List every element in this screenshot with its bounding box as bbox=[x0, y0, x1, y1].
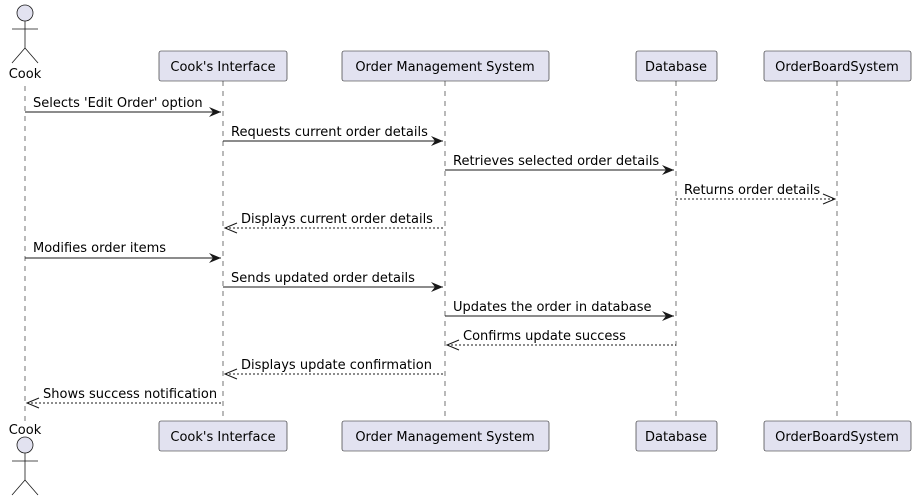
message-10: Displays update confirmation bbox=[223, 358, 445, 380]
message-label: Modifies order items bbox=[33, 241, 166, 256]
participant-order-management-system-bottom: Order Management System bbox=[341, 420, 550, 452]
message-11: Shows success notification bbox=[25, 387, 223, 409]
message-label: Updates the order in database bbox=[453, 300, 652, 315]
message-label: Returns order details bbox=[684, 183, 820, 198]
message-3: Retrieves selected order details bbox=[445, 154, 674, 175]
message-label: Retrieves selected order details bbox=[453, 154, 659, 169]
participant-database-top: Database bbox=[635, 50, 718, 82]
message-6: Modifies order items bbox=[25, 241, 221, 263]
actor-cook-bottom: Cook bbox=[9, 423, 42, 496]
message-9: Confirms update success bbox=[445, 329, 676, 351]
message-label: Sends updated order details bbox=[231, 271, 415, 286]
message-1: Selects 'Edit Order' option bbox=[25, 96, 221, 117]
participant-label: Database bbox=[645, 430, 707, 445]
actor-label: Cook bbox=[9, 67, 42, 82]
message-label: Requests current order details bbox=[231, 125, 428, 140]
actor-cook-top: Cook bbox=[9, 4, 42, 82]
participant-label: Cook's Interface bbox=[170, 430, 275, 445]
message-label: Shows success notification bbox=[43, 387, 217, 402]
participant-cooks-interface-top: Cook's Interface bbox=[158, 50, 288, 82]
participant-label: OrderBoardSystem bbox=[775, 430, 899, 445]
participant-label: Order Management System bbox=[355, 430, 534, 445]
message-label: Displays current order details bbox=[241, 212, 433, 227]
message-4: Returns order details bbox=[676, 183, 837, 205]
participant-order-management-system-top: Order Management System bbox=[341, 50, 550, 82]
message-label: Selects 'Edit Order' option bbox=[33, 96, 203, 111]
actor-head-icon bbox=[16, 436, 34, 454]
message-label: Displays update confirmation bbox=[241, 358, 432, 373]
participant-label: Database bbox=[645, 60, 707, 75]
message-7: Sends updated order details bbox=[223, 271, 443, 292]
message-5: Displays current order details bbox=[223, 212, 445, 234]
participant-order-board-system-top: OrderBoardSystem bbox=[763, 50, 912, 82]
participant-order-board-system-bottom: OrderBoardSystem bbox=[763, 420, 912, 452]
participant-label: OrderBoardSystem bbox=[775, 60, 899, 75]
message-2: Requests current order details bbox=[223, 125, 443, 146]
participant-label: Cook's Interface bbox=[170, 60, 275, 75]
actor-label: Cook bbox=[9, 423, 42, 438]
participant-database-bottom: Database bbox=[635, 420, 718, 452]
participant-cooks-interface-bottom: Cook's Interface bbox=[158, 420, 288, 452]
message-8: Updates the order in database bbox=[445, 300, 674, 321]
actor-head-icon bbox=[16, 4, 34, 22]
message-label: Confirms update success bbox=[463, 329, 626, 344]
participant-label: Order Management System bbox=[355, 60, 534, 75]
